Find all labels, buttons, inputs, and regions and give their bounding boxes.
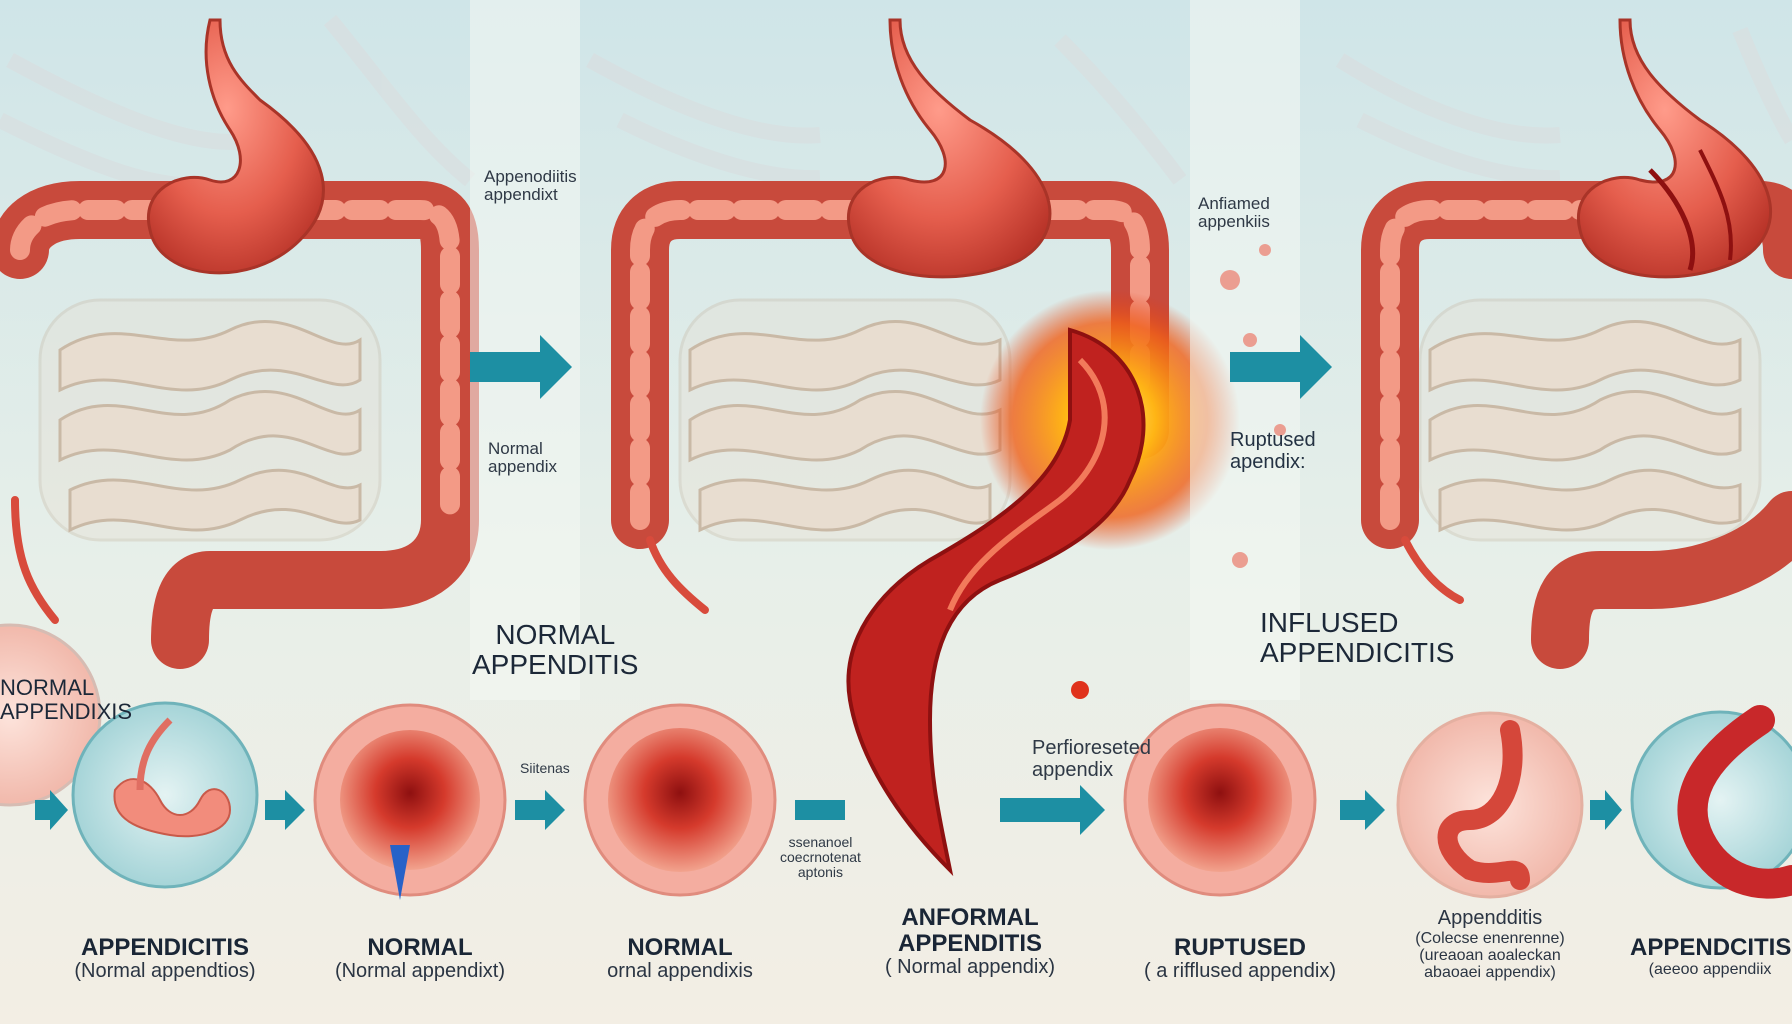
- splash-droplet: [1071, 681, 1089, 699]
- appendix-left: [11, 496, 59, 624]
- cross-section-circle-lumen-2: [583, 703, 777, 897]
- appendix-middle: [646, 536, 709, 614]
- label-sitenas: Siitenas: [520, 760, 570, 776]
- stomach-middle: [846, 18, 1052, 279]
- label-perforated-appendix: Perfioreseted appendix: [1032, 737, 1151, 781]
- label-appendicitis-appendix: Appenodiitis appendixt: [484, 167, 577, 205]
- ribcage-decoration: [0, 14, 1792, 194]
- label-ruptused-appendix: Ruptused apendix:: [1230, 429, 1316, 473]
- appendix-right: [1401, 536, 1464, 604]
- small-intestine-left: [38, 298, 382, 542]
- stomach-right: [1576, 18, 1773, 279]
- panel-divider: [1190, 0, 1300, 700]
- cross-section-circle-tube: [1396, 711, 1584, 899]
- cross-section-circle-lumen-1: [313, 703, 507, 900]
- caption-right-appendicitis: APPENDCITIS (aeeoo appendiix: [1630, 934, 1792, 978]
- label-inflused-appendicitis: INFLUSED APPENDICITIS: [1260, 607, 1455, 669]
- ruptured-appendix: [846, 244, 1286, 877]
- cross-section-circle-lumen-3: [1123, 703, 1317, 897]
- caption-appendditis-small: Appendditis (Colecse enenrenne) (ureaoan…: [1415, 907, 1565, 982]
- arrow-icon: [470, 335, 572, 399]
- caption-anformal-appenditis: ANFORMAL APPENDITIS ( Normal appendix): [884, 904, 1056, 978]
- caption-ruptused: RUPTUSED ( a rifflused appendix): [1144, 934, 1336, 982]
- colon-right-highlight: [1380, 200, 1770, 530]
- caption-normal-2: NORMAL ornal appendixis: [607, 934, 753, 982]
- colon-middle-highlight: [630, 200, 1150, 530]
- cross-section-circle-intestine: [71, 701, 259, 889]
- caption-normal-1: NORMAL (Normal appendixt): [334, 934, 506, 982]
- caption-appendicitis: APPENDICITIS (Normal appendtios): [74, 934, 256, 982]
- label-normal-appendix: Normal appendix: [488, 439, 558, 477]
- stomach-left: [146, 18, 325, 275]
- label-normal-appenditis: NORMAL APPENDITIS: [472, 619, 639, 681]
- panel-divider: [470, 0, 580, 700]
- cross-section-circle: [0, 623, 102, 807]
- arrow-icon: [35, 785, 1622, 835]
- small-intestine-middle: [678, 298, 1012, 542]
- label-sectional: ssenanoel coecrnotenat aptonis: [780, 834, 861, 881]
- cross-section-circle-vessel: [1630, 705, 1792, 899]
- arrow-icon: [1230, 335, 1332, 399]
- label-left-normal-appendixis: NORMAL APPENDIXIS: [0, 675, 133, 724]
- small-intestine-right: [1418, 298, 1762, 542]
- label-anflamed-appendix: Anfiamed appenkiis: [1198, 194, 1270, 232]
